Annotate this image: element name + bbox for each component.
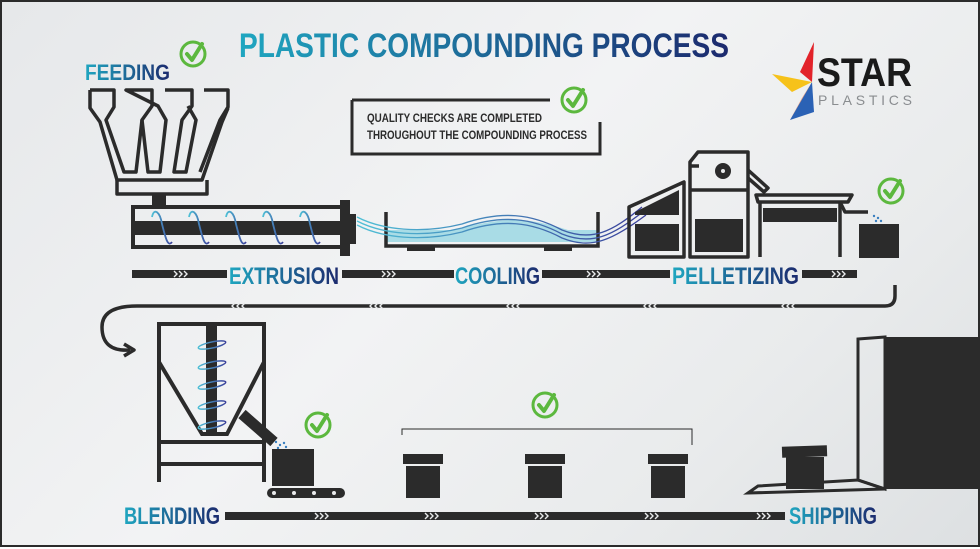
quality-note-line2: THROUGHOUT THE COMPOUNDING PROCESS <box>367 130 587 142</box>
cooling-bath <box>356 206 647 251</box>
quality-note: QUALITY CHECKS ARE COMPLETED THROUGHOUT … <box>350 86 602 156</box>
star-plastics-logo: STAR PLASTICS <box>772 42 912 120</box>
step-label-shipping: SHIPPING <box>789 503 877 530</box>
packaged-box <box>403 454 443 498</box>
packaging-group <box>401 391 693 498</box>
pelletizing-check-icon <box>877 177 905 205</box>
step-label-feeding: FEEDING <box>85 60 170 85</box>
step-label-extrusion: EXTRUSION <box>229 263 339 290</box>
extruder <box>131 200 356 256</box>
return-path <box>100 285 897 358</box>
top-process-line <box>132 270 857 278</box>
shipping-truck <box>743 335 980 495</box>
logo-star-blue <box>790 82 814 120</box>
logo-star-red <box>800 42 814 82</box>
feeding-hoppers <box>88 88 230 206</box>
logo-subtitle: PLASTICS <box>818 92 912 108</box>
logo-name: STAR <box>817 51 912 95</box>
packaging-check-icon <box>531 391 559 419</box>
packaged-box <box>648 454 688 498</box>
pelletizer <box>627 150 899 259</box>
step-label-pelletizing: PELLETIZING <box>672 263 799 290</box>
blending-conveyor <box>267 449 345 498</box>
quality-note-line1: QUALITY CHECKS ARE COMPLETED <box>367 113 542 125</box>
blender <box>157 322 278 482</box>
step-label-cooling: COOLING <box>455 263 540 290</box>
pellets <box>872 214 883 223</box>
logo-star-yellow <box>772 74 812 92</box>
step-label-blending: BLENDING <box>124 503 220 530</box>
blending-check-icon <box>304 411 332 439</box>
feeding-check-icon <box>179 40 207 68</box>
blender-auger <box>197 340 227 430</box>
packaged-box <box>525 454 565 498</box>
page-title: PLASTIC COMPOUNDING PROCESS <box>239 27 729 65</box>
bottom-process-line <box>225 512 785 520</box>
quality-check-icon <box>560 86 588 114</box>
